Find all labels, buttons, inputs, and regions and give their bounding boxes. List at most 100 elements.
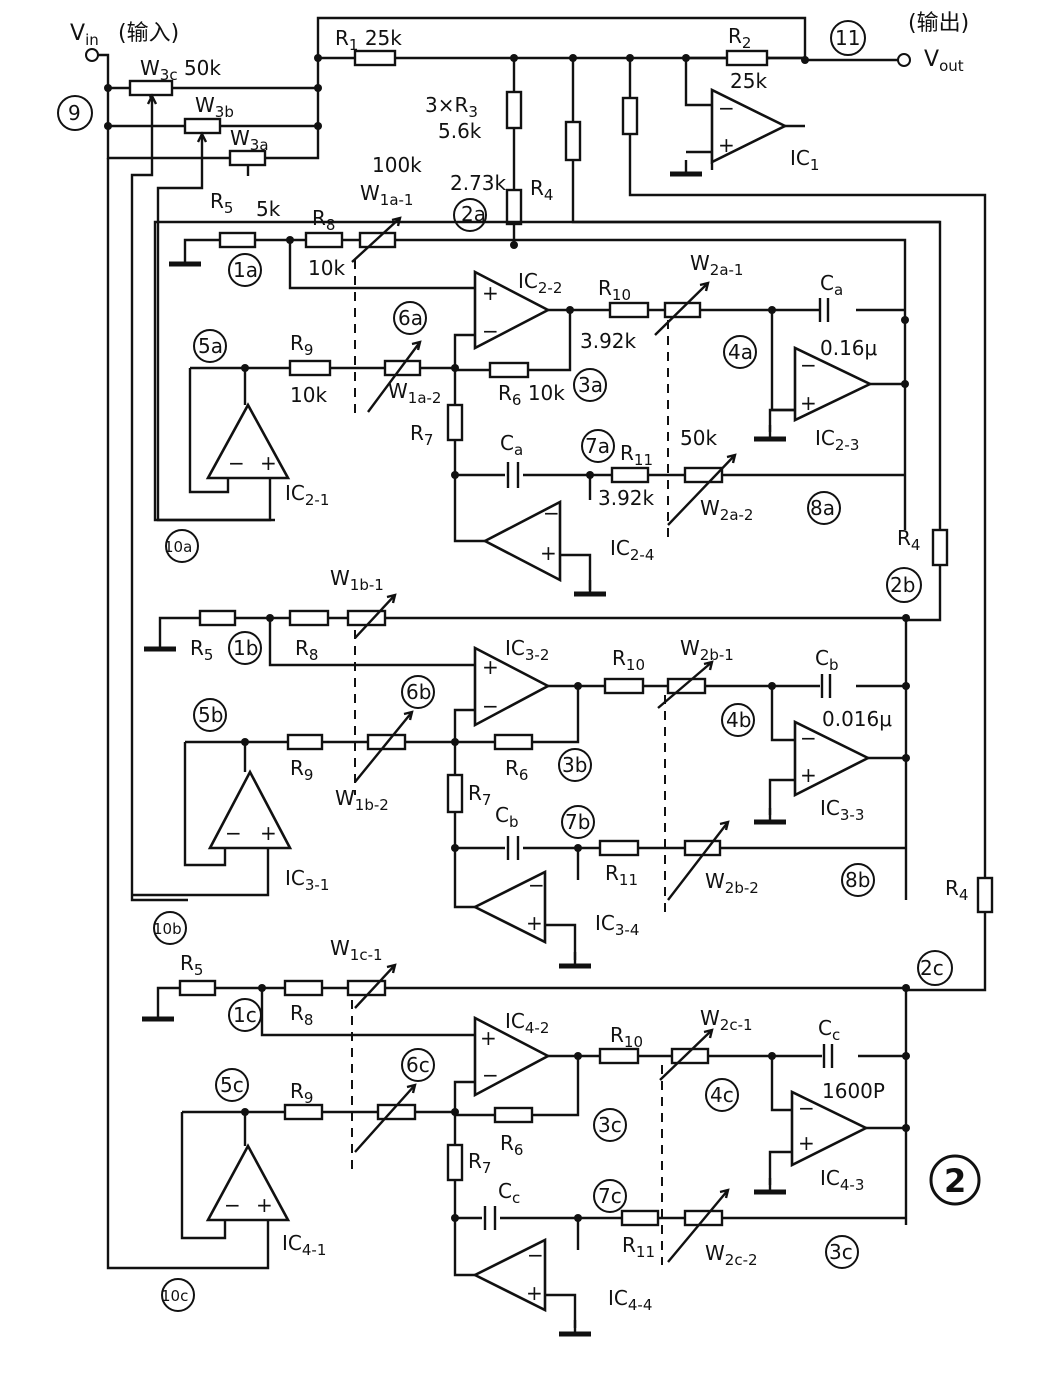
w2a1-pot[interactable] xyxy=(663,301,702,319)
r6c-label: R6 xyxy=(500,1131,523,1159)
r6b-resistor xyxy=(493,733,534,751)
node-7b: 7b xyxy=(565,810,590,834)
vin-cn-label: (输入) xyxy=(118,21,179,46)
ic2-3-opamp xyxy=(793,345,874,423)
r4c-resistor xyxy=(976,876,994,914)
w1a2-pot[interactable] xyxy=(383,359,422,377)
svg-text:−: − xyxy=(718,96,735,120)
node-10a: 10a xyxy=(164,538,192,556)
node-8a: 8a xyxy=(810,496,835,520)
ca-label-top: Ca xyxy=(820,271,843,299)
node-9-label: 9 xyxy=(68,101,81,125)
node-6a: 6a xyxy=(398,306,423,330)
svg-text:+: + xyxy=(482,281,499,305)
w1c1-label: W1c-1 xyxy=(330,936,383,964)
r4b-resistor xyxy=(931,528,949,567)
svg-text:+: + xyxy=(260,821,277,845)
r10b-resistor xyxy=(603,677,645,695)
node-2c: 2c xyxy=(920,956,944,980)
r4-resistor-top xyxy=(505,188,523,226)
w2b1-label: W2b-1 xyxy=(680,636,734,664)
node-4a: 4a xyxy=(728,340,753,364)
w1a1-label: W1a-1 xyxy=(360,181,413,209)
r5c-label: R5 xyxy=(180,951,203,979)
r8b-resistor xyxy=(288,609,330,627)
ca-value: 0.16μ xyxy=(820,336,878,360)
svg-text:+: + xyxy=(540,541,557,565)
vout-terminal[interactable] xyxy=(897,53,911,67)
ic4-2-opamp xyxy=(473,1015,551,1098)
svg-text:−: − xyxy=(800,726,817,750)
r11c-label: R11 xyxy=(622,1233,655,1261)
vin-terminal[interactable] xyxy=(85,48,99,62)
node-10c: 10c xyxy=(161,1287,188,1305)
r9c-label: R9 xyxy=(290,1079,313,1107)
w3b-label: W3b xyxy=(195,93,234,121)
ic4-4-opamp xyxy=(472,1237,547,1313)
w3c-pot[interactable] xyxy=(128,79,174,97)
ic3-1-opamp xyxy=(207,769,293,850)
node-7c: 7c xyxy=(598,1184,622,1208)
svg-text:−: − xyxy=(482,1063,499,1087)
r1-label: R1 25k xyxy=(335,26,402,54)
ic2-1-label: IC2-1 xyxy=(285,481,329,509)
svg-text:+: + xyxy=(482,655,499,679)
r8a-resistor xyxy=(304,231,344,249)
r5a-label: R5 xyxy=(210,189,233,217)
node-4c: 4c xyxy=(710,1083,734,1107)
r1-resistor xyxy=(353,49,397,67)
cb-value: 0.016μ xyxy=(822,707,892,731)
r6c-resistor xyxy=(493,1106,534,1124)
w2a2-label: W2a-2 xyxy=(700,496,753,524)
r3-resistor xyxy=(505,90,523,130)
r9a-label: R9 xyxy=(290,331,313,359)
r2-value: 25k xyxy=(730,69,767,93)
ic4-1-label: IC4-1 xyxy=(282,1231,326,1259)
r7a-label: R7 xyxy=(410,421,433,449)
ic2-2-opamp xyxy=(473,269,551,351)
ic3-4-label: IC3-4 xyxy=(595,911,639,939)
ic4-3-opamp xyxy=(790,1089,869,1168)
w2b2-pot[interactable] xyxy=(683,839,722,857)
ic2-3-label: IC2-3 xyxy=(815,426,859,454)
w3b-pot[interactable] xyxy=(183,117,222,135)
w3a-pot[interactable] xyxy=(228,149,267,167)
r11a-resistor xyxy=(610,466,650,484)
w2c2-label: W2c-2 xyxy=(705,1241,758,1269)
node-8b: 8b xyxy=(845,868,870,892)
r6a-resistor xyxy=(488,361,530,379)
w3a-label: W3a xyxy=(230,126,269,154)
r3-label: 3×R3 xyxy=(425,93,478,121)
r8c-label: R8 xyxy=(290,1001,313,1029)
ic4-2-label: IC4-2 xyxy=(505,1009,549,1037)
w3c-label: W3c 50k xyxy=(140,56,221,84)
r11b-label: R11 xyxy=(605,861,638,889)
node-11-label: 11 xyxy=(835,26,860,50)
vin-label: Vin xyxy=(70,21,99,49)
ic4-1-opamp xyxy=(205,1143,291,1222)
node-4b: 4b xyxy=(726,708,751,732)
ic3-4-opamp xyxy=(472,869,547,945)
r10b-label: R10 xyxy=(612,646,645,674)
node-1c: 1c xyxy=(233,1003,257,1027)
svg-text:−: − xyxy=(224,1193,241,1217)
svg-text:+: + xyxy=(798,1131,815,1155)
r11b-resistor xyxy=(598,839,640,857)
section-a: R5 5k R8 10k 100k W1a-1 2a 1a + − IC2-2 … xyxy=(153,153,949,594)
svg-text:+: + xyxy=(526,1281,543,1305)
r5b-resistor xyxy=(198,609,237,627)
section-c: 2c R5 1c R8 W1c-1 + − IC4-2 R6 3c R10 W2… xyxy=(106,158,981,1334)
node-3c-lower: 3c xyxy=(829,1240,853,1264)
w2b2-label: W2b-2 xyxy=(705,869,759,897)
r7c-label: R7 xyxy=(468,1149,491,1177)
r9b-label: R9 xyxy=(290,756,313,784)
r4-label: R4 xyxy=(530,176,553,204)
node-1a: 1a xyxy=(233,258,258,282)
input-output-section: Vin (输入) (输出) Vout R1 25k W3c 50k W3b W3… xyxy=(57,11,987,992)
w2b1-pot[interactable] xyxy=(666,677,707,695)
svg-text:−: − xyxy=(482,319,499,343)
r10a-resistor xyxy=(608,301,650,319)
figure-number: 2 xyxy=(944,1162,966,1200)
node-1b: 1b xyxy=(233,636,258,660)
cc-value: 1600P xyxy=(822,1079,885,1103)
